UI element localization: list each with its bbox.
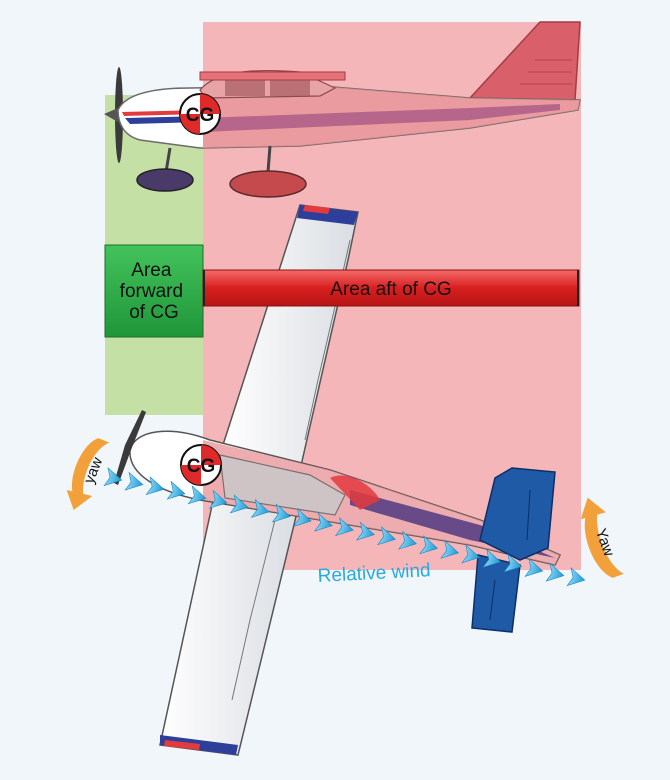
wind-arrow [482,548,502,568]
wind-arrow [334,517,354,537]
wind-arrow [377,526,396,546]
cg-marker-bottom: CG [180,444,222,486]
wind-arrow [292,508,312,527]
cg-label-top: CG [186,105,215,126]
yaw-arrow-left: yaw [66,438,110,511]
wind-arrow [145,476,165,496]
relative-wind-arrows [103,467,586,587]
cg-marker-top: CG [179,93,221,135]
wind-arrow [187,485,207,505]
cg-label-bottom: CG [187,456,216,477]
nose-wheel-top [136,168,194,192]
side-view-airplane [104,21,581,198]
area-aft-bar: Area aft of CG [202,269,580,307]
wind-arrow [166,480,186,500]
wind-arrow [524,558,544,577]
wind-arrow [103,467,123,487]
main-wheel-top [229,170,307,198]
horizontal-tail [479,467,556,561]
canopy-bottom [219,454,346,516]
wind-arrow [229,494,249,514]
area-forward-label: Area forward of CG [120,260,189,323]
propeller-bottom [114,410,146,485]
wind-arrow [419,535,439,555]
area-forward-line-3: of CG [129,302,179,323]
area-forward-box: Area forward of CG [104,244,204,338]
wind-arrow [503,553,523,573]
wind-arrow [566,567,586,587]
wind-arrow [271,503,291,523]
area-forward-line-1: Area [131,260,172,281]
area-aft-label: Area aft of CG [330,279,451,300]
horizontal-tail-lower [471,554,521,633]
wind-arrow [398,530,417,550]
yaw-arrow-right: Yaw [580,497,624,578]
wind-arrow [250,498,270,518]
area-forward-line-2: forward [120,281,183,302]
lower-wing-flaps [231,519,276,701]
wind-arrow [208,489,228,509]
wind-arrow [124,471,144,491]
wind-arrow [545,562,565,582]
wind-arrow [313,512,333,532]
wind-arrow [440,539,460,559]
wind-arrow [461,544,481,564]
wind-arrow [355,521,375,541]
relative-wind-label: Relative wind [317,560,431,587]
